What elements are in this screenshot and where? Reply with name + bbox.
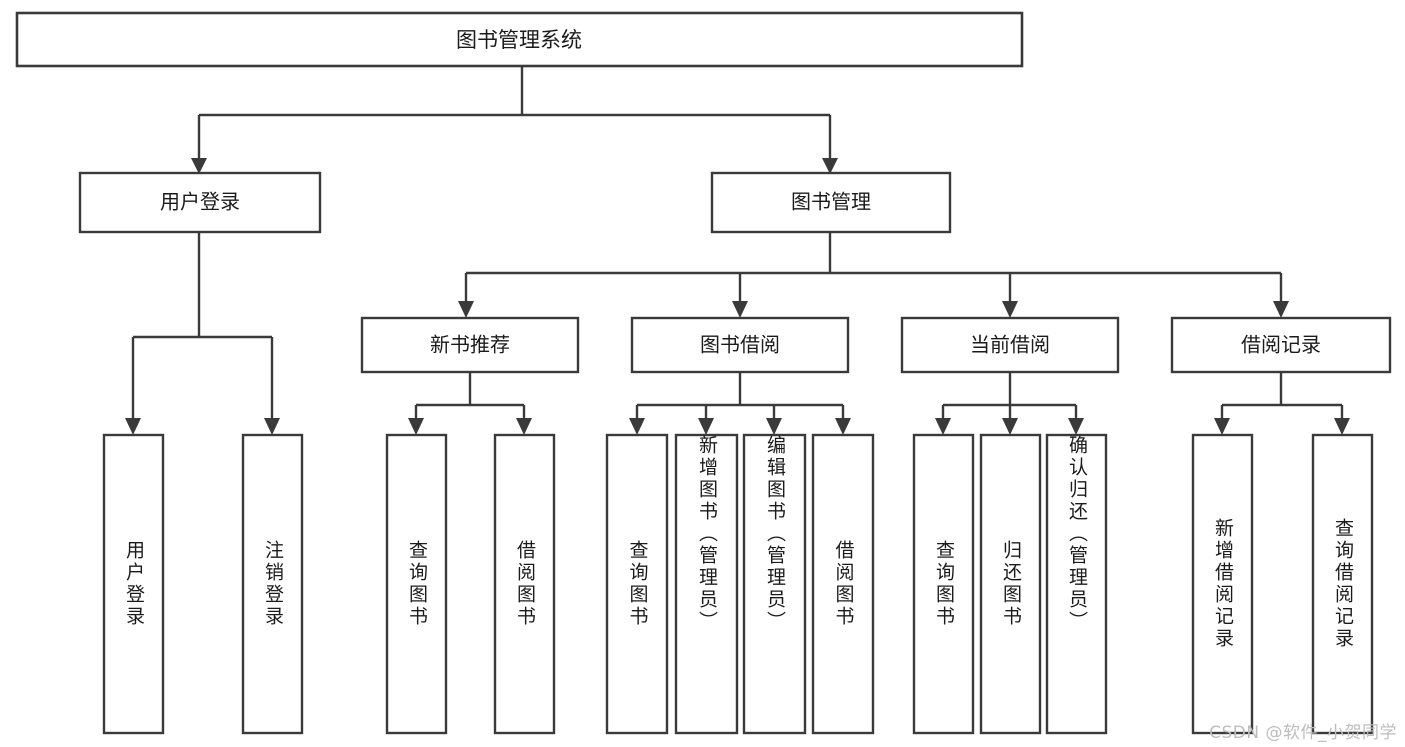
arrow-head-book-borrow bbox=[732, 301, 748, 318]
node-book-manage-label: 图书管理 bbox=[791, 190, 871, 214]
leaf-box-book-borrow-0[interactable] bbox=[605, 433, 669, 735]
arrow-head-book-borrow-leaf3 bbox=[766, 418, 782, 435]
node-user-login-label: 用户登录 bbox=[160, 190, 240, 214]
node-new-book-recommend[interactable]: 新书推荐 bbox=[360, 316, 580, 374]
arrow-head-user-login-leaf1 bbox=[125, 418, 141, 435]
leaf-box-user-login-1[interactable] bbox=[241, 433, 304, 735]
arrow-head-current-borrow-leaf1 bbox=[935, 418, 951, 435]
connector-layer bbox=[125, 66, 1350, 435]
node-root-system-label: 图书管理系统 bbox=[456, 28, 582, 52]
leaf-box-borrow-record-0[interactable] bbox=[1191, 433, 1254, 735]
leaf-box-book-borrow-3[interactable] bbox=[811, 433, 875, 735]
node-book-manage[interactable]: 图书管理 bbox=[710, 171, 952, 234]
leaf-box-borrow-record-1[interactable] bbox=[1311, 433, 1374, 735]
node-current-borrow[interactable]: 当前借阅 bbox=[900, 316, 1120, 374]
node-layer: 图书管理系统 用户登录 图书管理 新书推荐 图书借阅 当前 bbox=[15, 11, 1392, 735]
node-book-borrow[interactable]: 图书借阅 bbox=[630, 316, 850, 374]
arrow-head-book-borrow-leaf1 bbox=[629, 418, 645, 435]
node-borrow-record[interactable]: 借阅记录 bbox=[1170, 316, 1392, 374]
leaf-box-current-borrow-0[interactable] bbox=[912, 433, 975, 735]
arrow-head-current-borrow bbox=[1002, 301, 1018, 318]
arrow-head-book-borrow-leaf4 bbox=[835, 418, 851, 435]
arrow-head-new-book-leaf1 bbox=[408, 418, 424, 435]
node-root-system[interactable]: 图书管理系统 bbox=[15, 11, 1024, 68]
arrow-head-new-book bbox=[458, 301, 474, 318]
node-book-borrow-label: 图书借阅 bbox=[700, 333, 780, 357]
watermark-text: CSDN @软件_小贺同学 bbox=[1209, 723, 1397, 743]
leaf-box-new-book-0[interactable] bbox=[385, 433, 448, 735]
arrow-head-user-login-leaf2 bbox=[264, 418, 280, 435]
arrow-head-current-borrow-leaf2 bbox=[1002, 418, 1018, 435]
node-borrow-record-label: 借阅记录 bbox=[1241, 333, 1321, 357]
leaf-box-new-book-1[interactable] bbox=[493, 433, 556, 735]
arrow-head-book-manage bbox=[822, 158, 838, 174]
leaf-box-user-login-0[interactable] bbox=[102, 433, 165, 735]
node-current-borrow-label: 当前借阅 bbox=[970, 333, 1050, 357]
leaf-box-current-borrow-2[interactable] bbox=[1045, 433, 1108, 735]
leaf-box-current-borrow-1[interactable] bbox=[979, 433, 1042, 735]
arrow-head-borrow-record-leaf2 bbox=[1334, 418, 1350, 435]
arrow-head-current-borrow-leaf3 bbox=[1068, 418, 1084, 435]
leaf-box-book-borrow-2[interactable] bbox=[742, 433, 807, 735]
arrow-head-user-login bbox=[191, 158, 207, 174]
leaf-box-book-borrow-1[interactable] bbox=[674, 433, 739, 735]
node-new-book-recommend-label: 新书推荐 bbox=[430, 333, 510, 357]
arrow-head-new-book-leaf2 bbox=[516, 418, 532, 435]
arrow-head-borrow-record bbox=[1273, 301, 1289, 318]
arrow-head-borrow-record-leaf1 bbox=[1214, 418, 1230, 435]
arrow-head-book-borrow-leaf2 bbox=[698, 418, 714, 435]
node-user-login[interactable]: 用户登录 bbox=[78, 171, 322, 234]
